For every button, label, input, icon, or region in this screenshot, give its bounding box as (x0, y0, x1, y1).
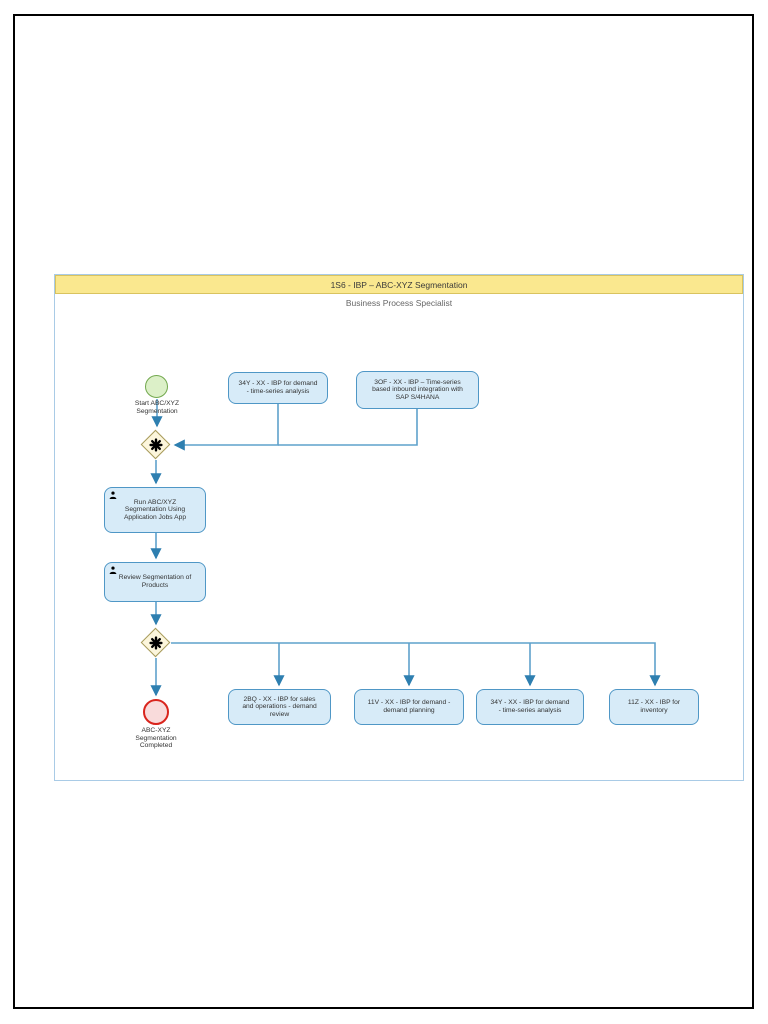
reference-ibp-demand-time-series-bottom: 34Y - XX - IBP for demand - time-series … (476, 689, 584, 725)
start-event-circle (145, 375, 168, 398)
end-event-circle (143, 699, 169, 725)
bpmn-diagram: 1S6 - IBP – ABC-XYZ Segmentation Busines… (54, 274, 744, 781)
complex-gateway-asterisk-icon (149, 438, 163, 452)
task-label: Review Segmentation of Products (118, 574, 192, 589)
complex-gateway-2 (140, 627, 171, 658)
reference-ibp-inventory: 11Z - XX - IBP for inventory (609, 689, 699, 725)
person-icon (109, 491, 117, 499)
page-border: 1S6 - IBP – ABC-XYZ Segmentation Busines… (13, 14, 754, 1009)
reference-inbound-integration-s4hana: 3OF - XX - IBP – Time-series based inbou… (356, 371, 479, 409)
complex-gateway-1 (140, 429, 171, 460)
reference-label: 11Z - XX - IBP for inventory (627, 699, 681, 714)
reference-label: 2BQ - XX - IBP for sales and operations … (242, 695, 317, 718)
lane-label: Business Process Specialist (345, 298, 453, 308)
reference-label: 11V - XX - IBP for demand - demand plann… (367, 699, 451, 714)
task-review-segmentation: Review Segmentation of Products (104, 562, 206, 602)
reference-label: 34Y - XX - IBP for demand - time-series … (238, 380, 318, 395)
flow-gateway2-to-ref-inventory (171, 642, 661, 687)
task-label: Run ABC/XYZ Segmentation Using Applicati… (123, 498, 187, 521)
reference-label: 34Y - XX - IBP for demand - time-series … (490, 699, 570, 714)
reference-label: 3OF - XX - IBP – Time-series based inbou… (372, 378, 463, 401)
reference-ibp-sales-operations-demand-review: 2BQ - XX - IBP for sales and operations … (228, 689, 331, 725)
task-run-segmentation: Run ABC/XYZ Segmentation Using Applicati… (104, 487, 206, 533)
complex-gateway-asterisk-icon (149, 636, 163, 650)
flow-refB-to-gateway1 (278, 409, 418, 446)
diagram-title-bar: 1S6 - IBP – ABC-XYZ Segmentation (55, 275, 743, 294)
end-event-label: ABC-XYZ Segmentation Completed (135, 727, 177, 750)
diagram-title: 1S6 - IBP – ABC-XYZ Segmentation (330, 279, 468, 290)
person-icon (109, 566, 117, 574)
reference-ibp-demand-time-series-top: 34Y - XX - IBP for demand - time-series … (228, 372, 328, 404)
start-event-label: Start ABC/XYZ Segmentation (134, 400, 180, 415)
reference-ibp-demand-planning: 11V - XX - IBP for demand - demand plann… (354, 689, 464, 725)
lane-business-process-specialist: Business Process Specialist (55, 294, 743, 780)
